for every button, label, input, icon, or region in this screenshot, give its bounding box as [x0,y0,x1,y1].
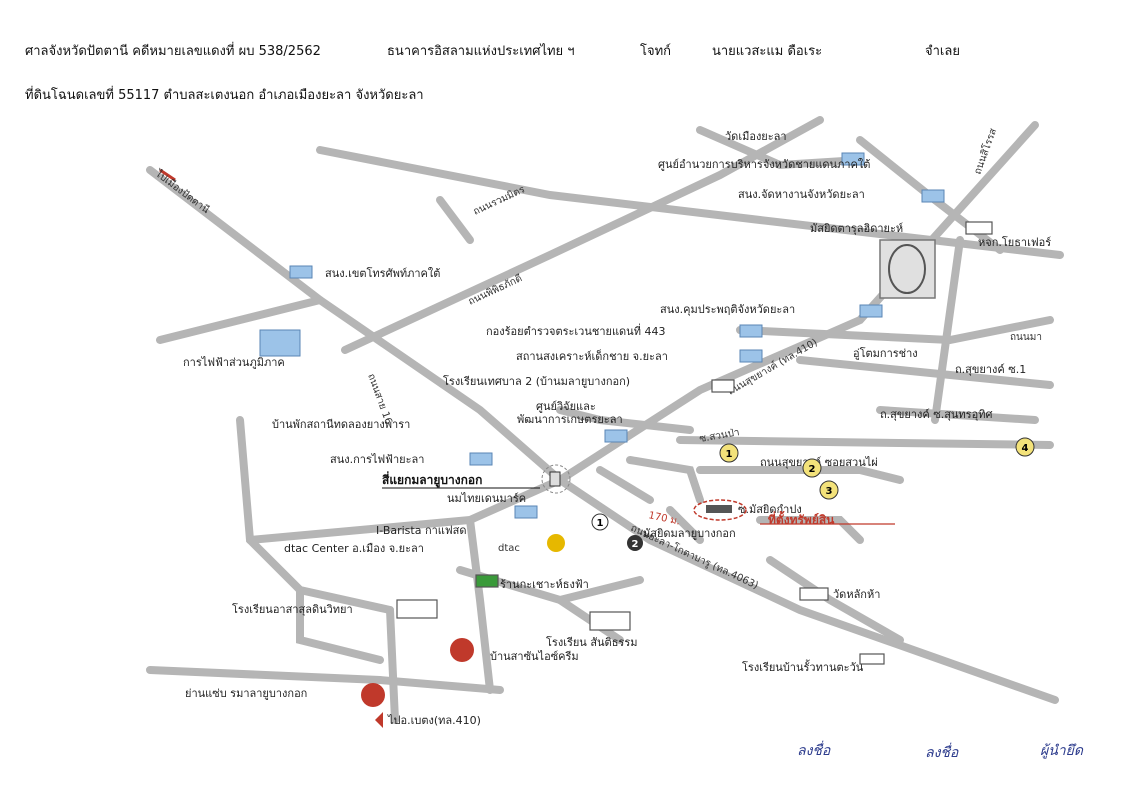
defendant-label: จำเลย [925,44,960,59]
court-case: ศาลจังหวัดปัตตานี คดีหมายเลขแดงที่ ผบ 53… [25,44,321,59]
place-milk-market: นมไทยเดนมาร์ค [447,492,526,505]
place-restaurant: ย่านแซ่บ รมาลายูบางกอก [185,687,307,700]
temple-icon [799,587,829,601]
place-target: ที่ตั้งทรัพย์สิน [768,510,835,527]
place-mosque-top: มัสยิดตารุลฮิดายะห์ [810,222,903,235]
marker-route-2: 2 [632,539,639,550]
place-research-center: ศูนย์วิจัยและ [536,400,596,413]
building-icon [739,324,763,338]
place-cafe: I-Barista กาแฟสด [376,524,467,537]
target-property-marker [693,499,895,525]
road-label-to-betong: ไปอ.เบตง(ทล.410) [387,714,481,727]
place-mosque-malayu: มัสยิดมลายูบางกอก [643,527,736,540]
road-label-sukhyang-soi: ถ.สุขยางค์ ซ.1 [955,363,1026,376]
place-welfare: สถานสงเคราะห์เด็กชาย จ.ยะลา [516,349,668,363]
numbered-markers: 1 2 3 4 1 2 [591,437,1035,551]
marker-2: 2 [809,464,816,475]
road-label-sukhyang: ถนนสุขยางค์ (ทล.410) [726,336,820,397]
place-probation: สนง.คุมประพฤติจังหวัดยะลา [660,303,795,316]
building-icon [921,189,945,203]
school-icons [396,221,993,665]
place-rubber-station: บ้านพักสถานีทดลองยางพารา [272,418,410,431]
road-highlight [159,168,176,182]
place-electricity-region: การไฟฟ้าส่วนภูมิภาค [183,356,285,369]
place-school-santi: โรงเรียน สันติธรรม [546,635,637,649]
place-garage: อู่โตมการช่าง [853,346,918,360]
place-shop: ร้านกะเชาะห์ธงฟ้า [500,578,589,591]
signature-3: ผู้นำยึด [1040,743,1083,759]
shop-icon [475,574,499,588]
place-school-top: หจก.โยธาเฟอร์ [978,235,1051,249]
place-southern-center: ศูนย์อำนวยการบริหารจังหวัดชายแดนภาคใต้ [658,158,870,171]
place-border-police: กองร้อยตำรวจตระเวนชายแดนที่ 443 [486,323,665,338]
school-icon [589,611,631,631]
place-school-asa: โรงเรียนอาสาสุลดินวิทยา [232,602,353,616]
marker-1: 1 [726,449,733,460]
building-icon [259,329,301,357]
building-icon [514,505,538,519]
road-network [146,116,1064,724]
signature-1: ลงชื่อ [797,743,831,759]
fuel-icon [547,534,565,552]
building-icon [739,349,763,363]
dtac-logo: dtac [498,543,520,554]
restaurant-icons [361,534,565,707]
marker-4: 4 [1022,443,1029,454]
place-research-center-2: พัฒนาการเกษตรยะลา [517,413,623,426]
place-electricity-yala: สนง.การไฟฟ้ายะลา [330,453,424,466]
road-label-to-pattani: ไปเมืองปัตตานี [152,167,211,216]
place-wat-lakhan: วัดหลักห้า [833,588,880,601]
intersection-marker [541,464,571,494]
marker-3: 3 [826,486,833,497]
place-ice-cream: บ้านสาซันไอซ์ครีม [490,650,579,663]
mosque-icon [965,221,993,235]
place-employment: สนง.จัดหางานจังหวัดยะลา [738,188,865,201]
building-icon [859,304,883,318]
place-dtac: dtac Center อ.เมือง จ.ยะลา [284,542,424,555]
place-telephone: สนง.เขตโทรศัพท์ภาคใต้ [325,266,440,280]
school-icon [859,653,885,665]
road-label-soi-mosque: ซ.มัสยิดกำปง [738,503,802,516]
marker-route-1: 1 [597,518,604,529]
land-title: ที่ดินโฉนดเลขที่ 55117 ตำบลสะเตงนอก อำเภ… [25,88,424,103]
building-icon [841,152,865,166]
place-wat-muang: วัดเมืองยะลา [725,130,787,143]
plaintiff-label: โจทก์ [640,44,672,59]
road-label-naka: ถนนมา [1010,332,1042,343]
ice-cream-icon [450,638,474,662]
place-intersection: สี่แยกมลายูบางกอก [382,471,482,488]
restaurant-icon [361,683,385,707]
road-label-sukhyang-sunthorn: ถ.สุขยางค์ ซ.สุนทรอุทิศ [880,408,992,421]
place-school-ruwan: โรงเรียนบ้านรั้วทานตะวัน [742,659,864,674]
signature-2: ลงชื่อ [925,745,959,761]
place-municipal-school: โรงเรียนเทศบาล 2 (บ้านมลายูบางกอก) [443,374,630,388]
school-icon [711,379,735,393]
building-icon [469,452,493,466]
building-icon [604,429,628,443]
building-icon [289,265,313,279]
direction-arrow-icon [375,712,383,728]
building-icons [259,152,945,519]
defendant-name: นายแวสะแม ดือเระ [712,44,823,59]
school-icon [396,599,438,619]
bank-name: ธนาคารอิสลามแห่งประเทศไทย ฯ [387,44,575,59]
stadium [879,239,936,299]
